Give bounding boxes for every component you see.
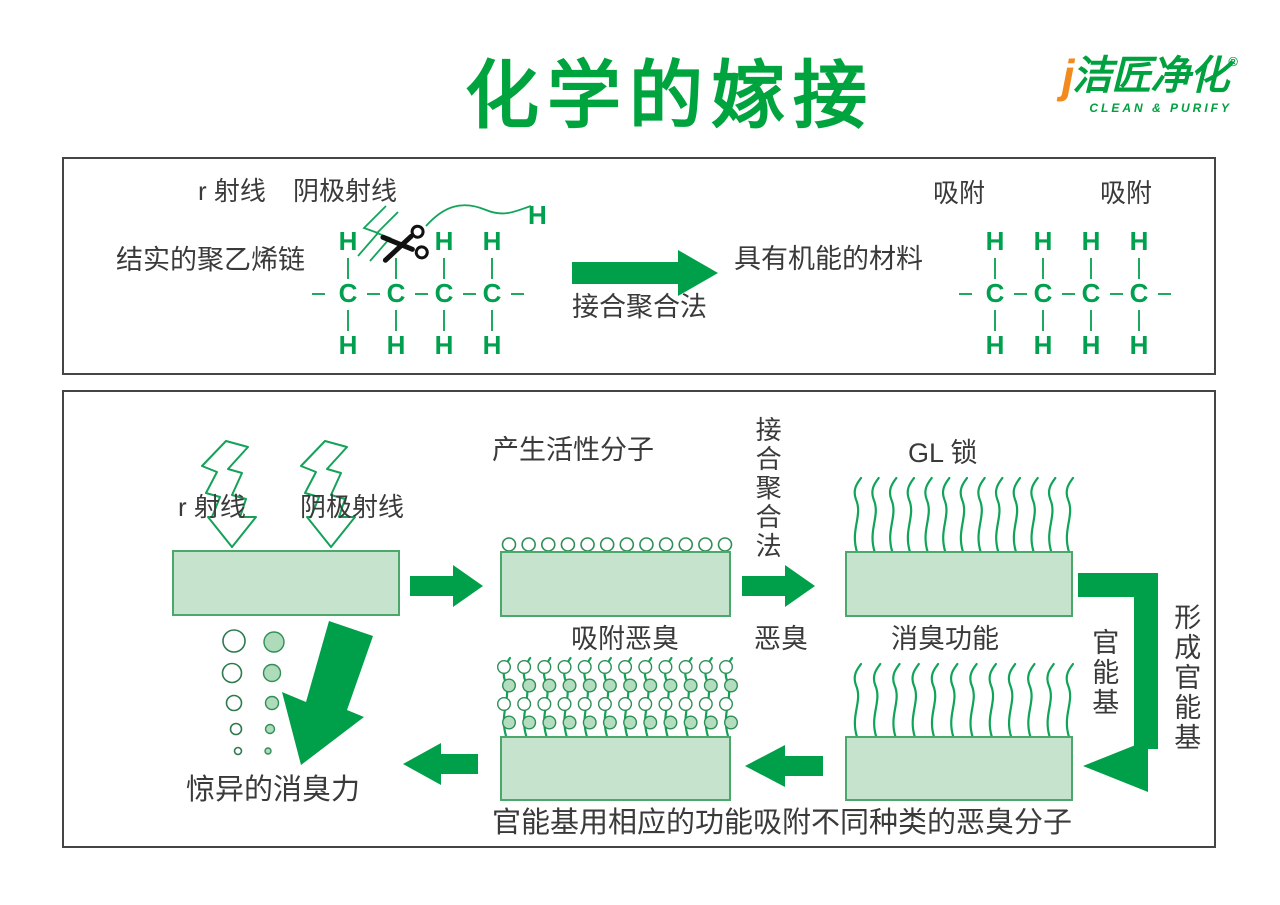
bond bbox=[1042, 310, 1044, 331]
arrow-step4-left bbox=[403, 743, 478, 785]
bond bbox=[994, 258, 996, 279]
lightning-bolt-cathode-icon bbox=[300, 440, 356, 548]
gl-lock-waves bbox=[848, 476, 1075, 554]
odor-label: 恶臭 bbox=[754, 624, 808, 654]
atom: H bbox=[1081, 330, 1101, 360]
page-title: 化学的嫁接 bbox=[465, 54, 875, 137]
polyethylene-chain-label: 结实的聚乙烯链 bbox=[116, 245, 305, 275]
substrate-step4 bbox=[845, 736, 1073, 801]
bond bbox=[491, 258, 493, 279]
bottom-caption: 官能基用相应的功能吸附不同种类的恶臭分子 bbox=[492, 807, 1073, 839]
atom: H bbox=[1033, 330, 1053, 360]
atom: H bbox=[482, 330, 502, 360]
bond bbox=[994, 310, 996, 331]
top-ray-label-gamma: r 射线 bbox=[198, 176, 266, 206]
bond bbox=[511, 293, 524, 295]
bond bbox=[1138, 258, 1140, 279]
bond bbox=[415, 293, 428, 295]
functional-material-label: 具有机能的材料 bbox=[734, 244, 923, 274]
bond bbox=[1042, 258, 1044, 279]
adsorb-odor-label: 吸附恶臭 bbox=[571, 624, 679, 654]
deodorize-power-arrow bbox=[282, 621, 373, 765]
bond bbox=[1014, 293, 1027, 295]
graft-arrow bbox=[572, 250, 718, 296]
atom: C bbox=[482, 278, 502, 308]
form-functional-group-vertical-label: 形成官能基 bbox=[1170, 603, 1201, 753]
lightning-bolt-gamma-icon bbox=[201, 440, 257, 548]
graft-method-label: 接合聚合法 bbox=[572, 292, 707, 322]
arrow-step1-right bbox=[410, 565, 483, 607]
top-ray-label-cathode: 阴极射线 bbox=[293, 176, 398, 206]
logo-brand-name: 洁匠净化 bbox=[1072, 54, 1229, 98]
amazing-deodorize-label: 惊异的消臭力 bbox=[186, 774, 361, 806]
adsorb-label-1: 吸附 bbox=[933, 178, 986, 208]
bond bbox=[395, 258, 397, 279]
atom: H bbox=[985, 330, 1005, 360]
falling-circles bbox=[221, 629, 285, 756]
atom: H bbox=[386, 330, 406, 360]
atom: C bbox=[1033, 278, 1053, 308]
atom: C bbox=[985, 278, 1005, 308]
free-hydrogen-atom: H bbox=[528, 200, 547, 230]
substrate-step3 bbox=[845, 551, 1073, 617]
arrow-step3-left bbox=[745, 745, 823, 787]
atom: H bbox=[338, 330, 358, 360]
adsorb-label-2: 吸附 bbox=[1100, 178, 1153, 208]
adsorbed-odor-tangle bbox=[496, 656, 738, 738]
bond bbox=[443, 310, 445, 331]
bond bbox=[491, 310, 493, 331]
bond bbox=[959, 293, 972, 295]
atom: C bbox=[1081, 278, 1101, 308]
logo-swoosh-icon: j bbox=[1061, 50, 1075, 102]
bond bbox=[463, 293, 476, 295]
atom: C bbox=[386, 278, 406, 308]
substrate-step5 bbox=[500, 736, 731, 801]
atom: H bbox=[434, 330, 454, 360]
atom: H bbox=[1129, 226, 1149, 256]
functional-group-vertical-label: 官能基 bbox=[1088, 628, 1119, 718]
atom: H bbox=[1033, 226, 1053, 256]
atom: H bbox=[1129, 330, 1149, 360]
bond bbox=[443, 258, 445, 279]
bond bbox=[395, 310, 397, 331]
bottom-ray-label-gamma: r 射线 bbox=[178, 492, 246, 522]
bond bbox=[1090, 310, 1092, 331]
deodorize-function-label: 消臭功能 bbox=[891, 624, 999, 654]
active-sites-circle-row bbox=[501, 537, 733, 552]
registered-mark: ® bbox=[1228, 54, 1238, 69]
deodorize-waves bbox=[848, 662, 1075, 739]
active-molecules-label: 产生活性分子 bbox=[492, 435, 654, 465]
atom: H bbox=[434, 226, 454, 256]
bond bbox=[1138, 310, 1140, 331]
arrow-step2-right bbox=[742, 565, 815, 607]
bond bbox=[1110, 293, 1123, 295]
bond bbox=[367, 293, 380, 295]
scissors-icon bbox=[380, 224, 429, 263]
atom: H bbox=[338, 226, 358, 256]
brand-logo: j 洁匠净化 ® CLEAN & PURIFY bbox=[1038, 50, 1238, 116]
atom: H bbox=[985, 226, 1005, 256]
squiggle-line bbox=[425, 204, 532, 227]
substrate-step1 bbox=[172, 550, 400, 616]
atom: H bbox=[1081, 226, 1101, 256]
gl-lock-label: GL 锁 bbox=[908, 438, 978, 468]
graft-method-vertical-label: 接合聚合法 bbox=[752, 416, 783, 561]
bond bbox=[347, 258, 349, 279]
substrate-step2 bbox=[500, 551, 731, 617]
bond bbox=[1158, 293, 1171, 295]
logo-tagline: CLEAN & PURIFY bbox=[1089, 101, 1232, 116]
bottom-ray-label-cathode: 阴极射线 bbox=[300, 492, 405, 522]
elbow-arrow-down-left bbox=[1078, 573, 1158, 792]
bond bbox=[1062, 293, 1075, 295]
atom: C bbox=[1129, 278, 1149, 308]
atom: C bbox=[434, 278, 454, 308]
atom: C bbox=[338, 278, 358, 308]
atom: H bbox=[482, 226, 502, 256]
bond bbox=[1090, 258, 1092, 279]
bond bbox=[347, 310, 349, 331]
bond bbox=[312, 293, 325, 295]
